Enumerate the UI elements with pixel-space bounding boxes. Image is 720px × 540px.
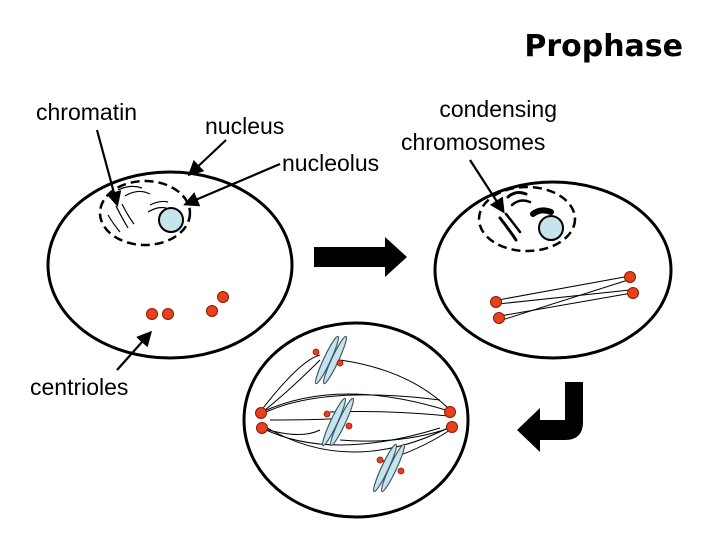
cell-3-spindle xyxy=(259,354,453,463)
arrow-nucleolus xyxy=(183,162,281,207)
cell-2-membrane xyxy=(433,180,673,360)
arrow-nucleus xyxy=(187,139,227,177)
label-condensing: condensing xyxy=(439,96,557,122)
label-nucleolus: nucleolus xyxy=(282,150,379,176)
label-chromosomes: chromosomes xyxy=(401,129,545,155)
arrow-centrioles xyxy=(116,330,153,371)
cell-2-nucleolus xyxy=(538,215,564,241)
cell-1-chromatin xyxy=(107,185,169,233)
cell-2-spindle xyxy=(497,275,633,321)
label-nucleus: nucleus xyxy=(205,113,284,139)
cell-1-nucleolus xyxy=(158,207,184,233)
cell-1-membrane xyxy=(46,170,294,360)
label-arrows xyxy=(95,129,505,371)
progression-arrow-return xyxy=(517,382,583,452)
cell-2 xyxy=(433,180,673,360)
cell-2-chromosomes xyxy=(498,191,554,242)
cell-1 xyxy=(46,170,294,360)
cell-3-centromeres xyxy=(312,348,405,475)
arrow-condensing-chromosomes xyxy=(469,159,505,214)
label-chromatin: chromatin xyxy=(36,99,137,125)
label-centrioles: centrioles xyxy=(30,374,128,400)
cell-3-centrioles xyxy=(255,406,458,434)
diagram-title: Prophase xyxy=(524,29,683,64)
progression-arrow-right xyxy=(314,237,407,277)
cell-3-chromosomes xyxy=(314,335,406,493)
cell-2-nucleus xyxy=(477,185,577,253)
arrow-chromatin xyxy=(95,129,122,207)
cell-1-nucleus xyxy=(98,179,192,247)
cell-1-centrioles xyxy=(146,291,229,320)
cell-3-membrane xyxy=(242,321,470,519)
cell-2-centrioles xyxy=(490,271,639,324)
cell-3 xyxy=(242,321,470,519)
